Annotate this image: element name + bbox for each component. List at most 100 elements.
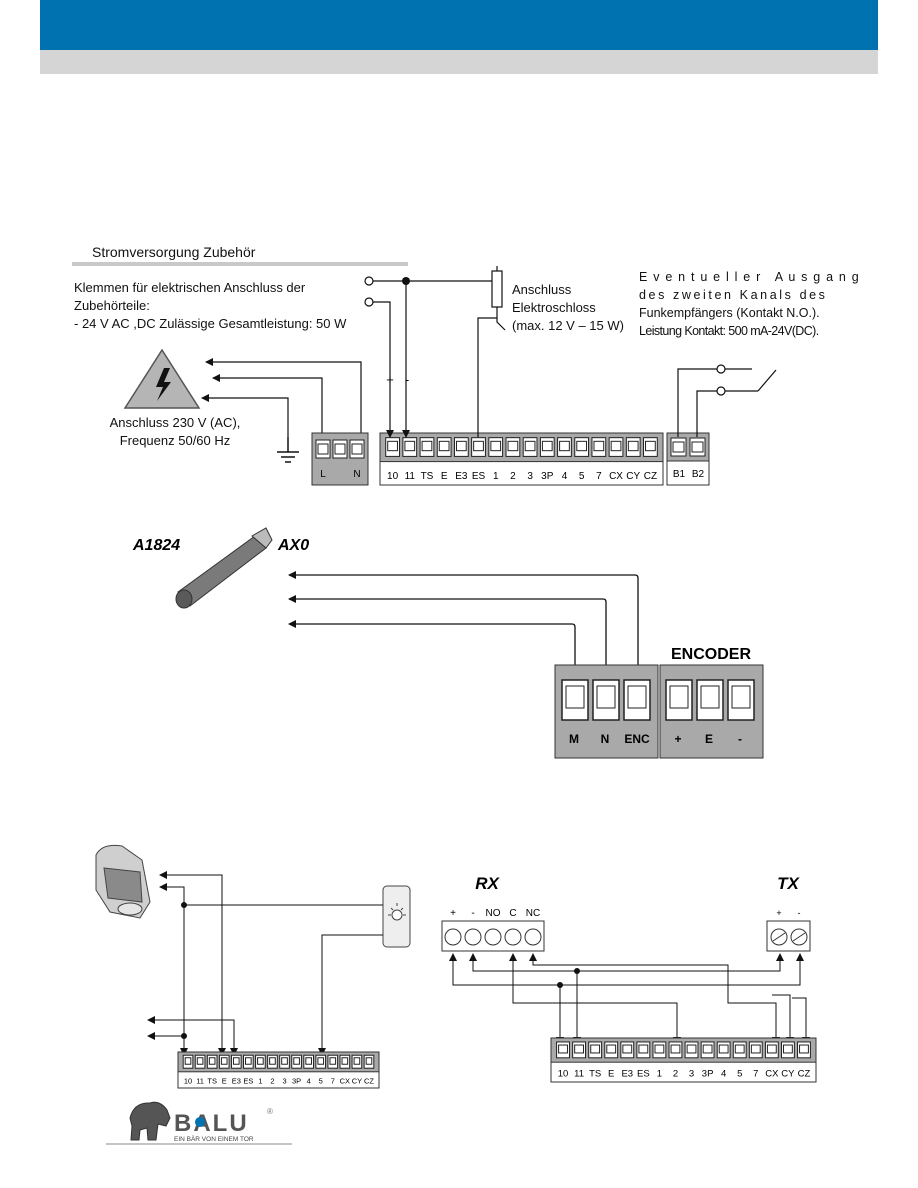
terminal-label: 4	[307, 1077, 311, 1086]
terminal-screw-inner	[654, 1044, 665, 1054]
terminal-screw-inner	[606, 1044, 617, 1054]
terminal-label-b2: B2	[692, 469, 705, 480]
terminal-label: 1	[657, 1069, 662, 1080]
terminal-label: 3P	[702, 1069, 714, 1080]
lock-line-3: (max. 12 V – 15 W)	[512, 318, 624, 333]
ground-icon	[277, 437, 299, 463]
terminal-screw-inner	[269, 1057, 276, 1065]
terminal-screw-inner	[524, 440, 536, 452]
tx-label-plus: +	[776, 908, 781, 918]
motor-label-m: M	[569, 732, 579, 746]
terminal-label: 3	[282, 1077, 286, 1086]
second-channel-line-2: des zweiten Kanals des	[639, 288, 828, 302]
mains-description: Anschluss 230 V (AC), Frequenz 50/60 Hz	[90, 414, 260, 450]
terminal-label: 4	[721, 1069, 726, 1080]
terminal-screw-inner	[196, 1057, 204, 1065]
terminal-label: CY	[352, 1077, 362, 1086]
terminal-label: 7	[331, 1077, 335, 1086]
terminal-screw-inner	[387, 440, 398, 452]
encoder-terminal-block	[659, 664, 764, 759]
terminal-label: 1	[493, 471, 499, 482]
terminal-label: CZ	[644, 471, 657, 482]
terminal-screw-inner	[317, 1057, 325, 1065]
power-terminal-block	[311, 432, 369, 486]
terminal-screw-inner	[559, 440, 570, 452]
terminal-label: 7	[596, 471, 602, 482]
terminal-label: CZ	[798, 1069, 811, 1080]
key-selector-icon	[382, 885, 411, 948]
terminal-label: 3P	[292, 1077, 301, 1086]
section-title: Stromversorgung Zubehör	[92, 244, 256, 260]
terminal-label: 7	[753, 1069, 758, 1080]
flashing-lamp-icon	[95, 844, 151, 919]
terminal-label: E3	[455, 471, 468, 482]
terminal-label: 2	[673, 1069, 678, 1080]
encoder-title: ENCODER	[671, 646, 751, 663]
brand-tagline: EIN BÄR VON EINEM TOR	[174, 1135, 254, 1143]
terminal-label: CX	[765, 1069, 779, 1080]
terminal-label: CX	[340, 1077, 350, 1086]
tx-label-minus: -	[798, 908, 801, 918]
terminal-label: ES	[637, 1069, 650, 1080]
terminal-screw-inner	[718, 1044, 729, 1054]
rx-label: NO	[486, 908, 501, 919]
terminal-label: CZ	[364, 1077, 374, 1086]
rx-title: RX	[475, 874, 500, 893]
registered-mark: ®	[267, 1107, 273, 1116]
rx-label: C	[509, 908, 516, 919]
balu-bear-logo	[106, 1101, 292, 1145]
brand-dot	[195, 1117, 205, 1127]
terminal-screw-inner	[473, 440, 484, 452]
second-channel-description: E v e n t u e l l e r A u s g a n g des …	[639, 268, 859, 340]
terminal-screw-inner	[558, 1044, 568, 1054]
terminal-label: 1	[258, 1077, 262, 1086]
terminal-label: 10	[387, 471, 399, 482]
terminal-screw-inner	[184, 1057, 192, 1065]
terminal-screw-inner	[627, 440, 639, 452]
terminal-label: E	[441, 471, 448, 482]
second-channel-line-3: Funkempfängers (Kontakt N.O.).	[639, 306, 820, 320]
lock-line-2: Elektroschloss	[512, 300, 596, 315]
terminal-label: 3	[527, 471, 533, 482]
terminal-label: 5	[737, 1069, 742, 1080]
terminal-screw-inner	[590, 1044, 601, 1054]
rx-label: NC	[526, 908, 540, 919]
terminal-screw-inner	[622, 1044, 633, 1054]
terminal-screw-inner	[576, 440, 588, 452]
terminal-label: 11	[574, 1069, 584, 1080]
terminal-screw-inner	[610, 440, 622, 452]
header-subbar	[40, 50, 878, 74]
mains-line-1: Anschluss 230 V (AC),	[109, 415, 241, 430]
terminal-screw-inner	[353, 1057, 361, 1065]
terminal-screw-inner	[329, 1057, 337, 1065]
terminal-label: ES	[472, 471, 486, 482]
terminal-label: TS	[589, 1069, 601, 1080]
encoder-label-minus: -	[738, 732, 742, 746]
terminal-label: E	[222, 1077, 227, 1086]
motor-terminal-block	[554, 664, 659, 759]
second-channel-line-4: Leistung Kontakt: 500 mA-24V(DC).	[639, 324, 819, 338]
terminal-label: 3P	[541, 471, 554, 482]
brand-name: BALU	[174, 1110, 249, 1137]
terminal-label: TS	[207, 1077, 217, 1086]
terminal-label: CY	[626, 471, 640, 482]
terminal-screw-inner	[245, 1057, 252, 1065]
terminal-screw-inner	[766, 1044, 777, 1054]
terminal-label: E	[608, 1069, 614, 1080]
b-terminal-block	[666, 432, 710, 486]
rx-terminal-block	[441, 920, 545, 952]
rx-label: -	[471, 908, 474, 919]
tx-title: TX	[777, 874, 800, 893]
terminal-label: 2	[270, 1077, 274, 1086]
terminal-label: 11	[405, 471, 416, 482]
terminal-screw-inner	[293, 1057, 300, 1065]
terminal-screw-inner	[208, 1057, 216, 1065]
terminal-label: 5	[579, 471, 585, 482]
terminal-screw-inner	[365, 1057, 373, 1065]
terminal-screw-inner	[305, 1057, 312, 1065]
encoder-label-plus: +	[674, 732, 681, 746]
terminals-line-1: Klemmen für elektrischen Anschluss der	[74, 280, 306, 295]
